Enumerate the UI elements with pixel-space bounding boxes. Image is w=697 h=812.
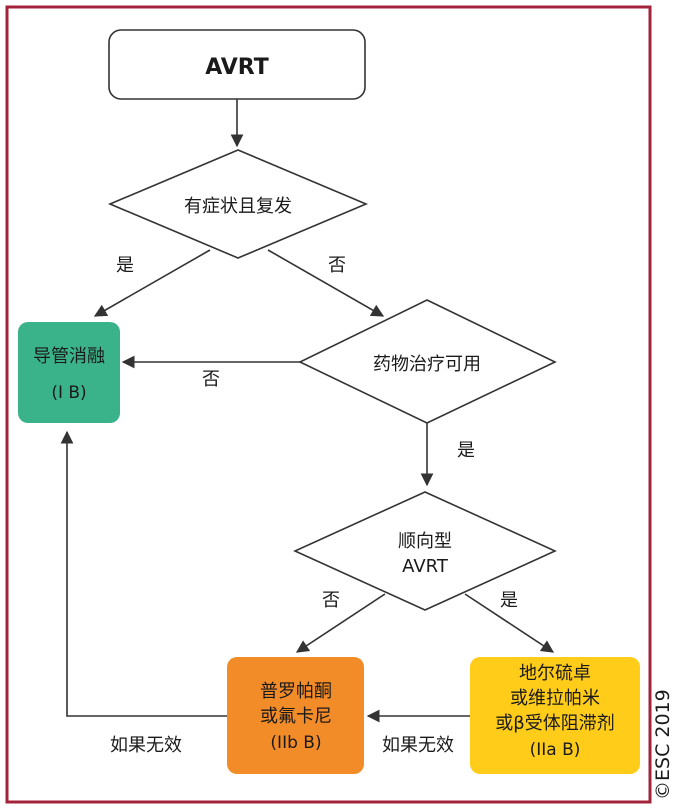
node-rate-control-drugs: 地尔硫卓 或维拉帕米 或β受体阻滞剂 (IIa B): [470, 657, 640, 774]
edge-label-symptomatic-no: 否: [328, 255, 346, 276]
connector-orthodromic-yes: [464, 593, 555, 653]
node-rate-control-line1: 地尔硫卓: [519, 663, 591, 684]
node-rate-control-line3: 或β受体阻滞剂: [495, 713, 615, 734]
decision-drug-available-label: 药物治疗可用: [373, 354, 481, 375]
connector-procainamide-ineffective: [60, 430, 227, 717]
edge-label-drug-available-yes: 是: [457, 440, 475, 461]
decision-symptomatic: 有症状且复发: [107, 149, 369, 259]
node-catheter-ablation-line2: (I B): [51, 383, 86, 403]
edge-label-orthodromic-no: 否: [322, 590, 340, 611]
edge-label-propafenone-ineffective: 如果无效: [110, 735, 182, 756]
edge-label-symptomatic-yes: 是: [116, 255, 134, 276]
decision-symptomatic-label: 有症状且复发: [184, 196, 292, 217]
edge-label-orthodromic-yes: 是: [500, 590, 518, 611]
node-propafenone-line1: 普罗帕酮: [260, 681, 332, 702]
node-catheter-ablation: 导管消融 (I B): [18, 322, 120, 423]
connector-symptomatic-yes: [93, 249, 211, 317]
edge-label-drug-available-no: 否: [202, 369, 220, 390]
node-propafenone-line3: (IIb B): [270, 733, 321, 753]
node-rate-control-line4: (IIa B): [530, 740, 581, 760]
node-start-label: AVRT: [205, 55, 269, 80]
node-rate-control-line2: 或维拉帕米: [510, 688, 600, 709]
node-propafenone-flecainide: 普罗帕酮 或氟卡尼 (IIb B): [227, 657, 364, 774]
node-start: AVRT: [108, 29, 366, 100]
connectors: [60, 99, 555, 723]
decision-orthodromic-line2: AVRT: [402, 556, 449, 577]
decision-orthodromic-line1: 顺向型: [398, 531, 452, 552]
connector-symptomatic-no: [267, 249, 385, 317]
node-catheter-ablation-line1: 导管消融: [33, 346, 105, 367]
decision-drug-available: 药物治疗可用: [298, 299, 557, 424]
connector-orthodromic-no: [295, 593, 386, 653]
copyright-notice: ©ESC 2019: [652, 689, 674, 800]
edge-label-drug-ineffective: 如果无效: [382, 735, 454, 756]
diagram-frame: [5, 5, 652, 804]
decision-orthodromic: 顺向型 AVRT: [293, 491, 557, 611]
node-propafenone-line2: 或氟卡尼: [260, 706, 332, 727]
